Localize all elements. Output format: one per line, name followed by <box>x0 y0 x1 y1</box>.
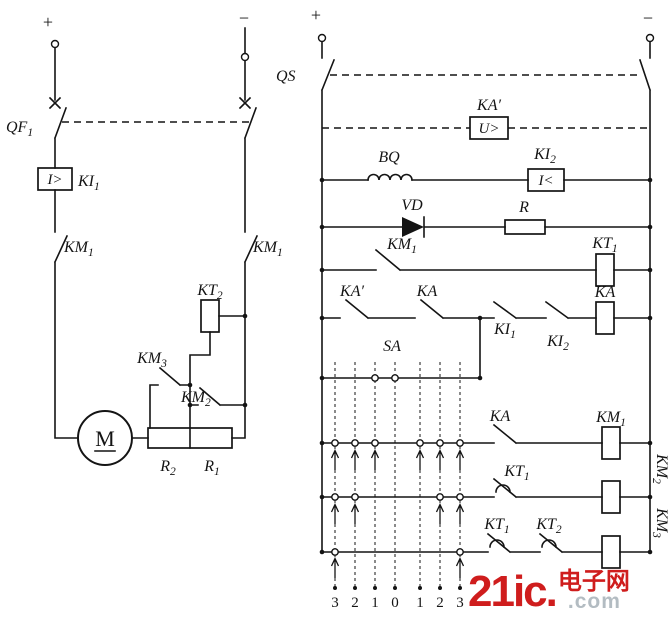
km2-coil-label: KM2 <box>650 453 670 484</box>
r-resistor-box <box>504 219 546 235</box>
sa-position-label: 2 <box>436 595 444 611</box>
bq-label: BQ <box>378 149 400 166</box>
bq-inductor <box>367 173 413 181</box>
km1-coil-label: KM1 <box>595 409 626 429</box>
watermark: 21ic. 电子网 .com <box>468 570 630 614</box>
sa-contact-circles <box>331 374 464 556</box>
minus-terminal <box>645 33 655 43</box>
ka-contact-label: KA <box>416 283 438 300</box>
kt2-contact-label: KT2 <box>535 516 562 536</box>
minus-terminal <box>240 52 250 62</box>
ki2-relay-box <box>527 168 565 192</box>
time-delay-arcs <box>489 484 557 548</box>
sa-label: SA <box>383 338 401 355</box>
vd-label: VD <box>401 197 423 214</box>
watermark-domain: .com <box>567 590 621 613</box>
watermark-stack: 电子网 .com <box>557 568 630 613</box>
kt2-label: KT2 <box>196 282 223 302</box>
sa-position-label: 1 <box>371 595 379 611</box>
plus-terminal <box>317 33 327 43</box>
sa-column-end-dots <box>333 586 462 590</box>
sa-position-label: 0 <box>391 595 399 611</box>
ka-prime-contact-label: KA′ <box>339 283 364 300</box>
left-circuit-wiring <box>48 27 259 452</box>
km1-left-label: KM1 <box>63 239 94 259</box>
km1-coil-box <box>601 426 621 460</box>
qs-link-and-ka-prime-rung <box>322 74 650 129</box>
ki1-label: KI1 <box>77 173 100 193</box>
km3-coil-box <box>601 535 621 569</box>
ka-prime-box-text: U> <box>479 121 500 137</box>
sa-controller: SA 3 2 1 0 1 2 3 <box>330 338 465 611</box>
km1-right-label: KM1 <box>252 239 283 259</box>
km2-coil-box <box>601 480 621 514</box>
right-circuit-wiring <box>320 40 652 554</box>
kt1-coil-box <box>595 253 615 287</box>
motor-symbol <box>77 410 133 466</box>
plus-terminal <box>50 39 60 49</box>
r2-label: R2 <box>159 458 176 478</box>
junction-dot <box>242 402 248 408</box>
kt2-coil-box <box>200 299 220 333</box>
starting-resistor-box <box>147 427 233 449</box>
bus-junction-dots <box>319 177 653 555</box>
kt1-contact2-label: KT1 <box>483 516 509 536</box>
ki1-box-text: I> <box>46 172 62 188</box>
ka-prime-relay-box <box>469 116 509 140</box>
junction-dot <box>187 402 193 408</box>
ka-coil-label: KA <box>594 284 616 301</box>
left-power-circuit: + − QF1 I> KI1 KM1 KM1 KT2 KM3 KM2 M R2 … <box>6 8 283 478</box>
ka-prime-relay-label: KA′ <box>476 97 501 114</box>
sa-position-label: 1 <box>416 595 424 611</box>
ki2-relay-label: KI2 <box>533 146 556 166</box>
r1-label: R1 <box>203 458 220 478</box>
km1-contact-label: KM1 <box>386 236 417 256</box>
ki2-box-text: I< <box>537 173 553 189</box>
qs-label: QS <box>276 68 296 85</box>
ki1-relay-box <box>37 167 73 191</box>
watermark-site-name: 电子网 <box>557 568 630 595</box>
sa-position-label: 2 <box>351 595 359 611</box>
minus-label: − <box>643 8 653 28</box>
ki1-contact-label: KI1 <box>493 321 516 341</box>
km3-label: KM3 <box>136 350 167 370</box>
ki2-contact-label: KI2 <box>546 333 569 353</box>
sa-position-columns <box>334 362 461 588</box>
qf1-label: QF1 <box>6 119 33 139</box>
sa-position-label: 3 <box>331 595 339 611</box>
sa-contact-arrows <box>330 448 465 578</box>
kt1-contact-label: KT1 <box>503 463 529 483</box>
ka-coil-box <box>595 301 615 335</box>
ka-contact2-label: KA <box>489 408 511 425</box>
watermark-brand: 21ic. <box>468 567 558 616</box>
kt1-coil-label: KT1 <box>591 235 617 255</box>
junction-dot <box>242 313 248 319</box>
vd-diode <box>402 217 424 237</box>
plus-label: + <box>311 5 321 25</box>
sa-position-label: 3 <box>456 595 464 611</box>
km2-label: KM2 <box>180 389 211 409</box>
minus-label: − <box>239 8 249 28</box>
junction-dot <box>187 382 193 388</box>
right-control-circuit: + − QS KA′ U> BQ KI2 I< VD R KM1 KT1 KA′… <box>276 5 670 569</box>
r-label: R <box>518 199 529 216</box>
motor-label: M <box>95 426 115 451</box>
km3-coil-label: KM3 <box>650 507 670 538</box>
plus-label: + <box>43 12 53 32</box>
